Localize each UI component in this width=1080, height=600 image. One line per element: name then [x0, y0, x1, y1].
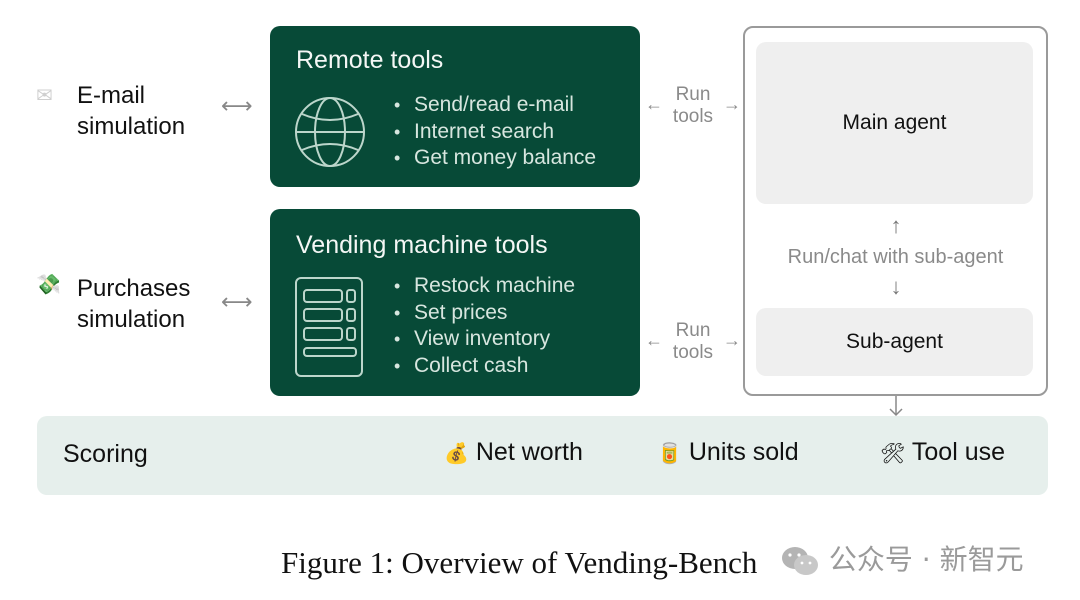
agent-container: Main agent ↑ Run/chat with sub-agent ↓ S… [743, 26, 1048, 396]
run-chat-sub-agent-label: Run/chat with sub-agent [787, 246, 1004, 268]
remote-tools-box: Remote tools Send/read e-mail Internet s… [270, 26, 640, 187]
vending-tool-item: Restock machine [394, 273, 575, 300]
main-agent-box: Main agent [756, 42, 1033, 204]
remote-tools-list: Send/read e-mail Internet search Get mon… [394, 92, 596, 172]
money-bag-icon: 💰 [444, 443, 469, 465]
scoring-title: Scoring [63, 440, 148, 468]
right-arrow-icon: → [723, 94, 741, 114]
email-double-arrow: ⟷ [221, 93, 253, 118]
metric-net-worth: 💰 Net worth [444, 438, 583, 466]
purchases-double-arrow: ⟷ [221, 289, 253, 314]
metric-units-sold: 🥫 Units sold [657, 438, 799, 466]
up-arrow-icon: ↑ [890, 213, 902, 238]
sub-agent-box: Sub-agent [756, 308, 1033, 376]
figure-caption: Figure 1: Overview of Vending-Bench [281, 545, 758, 580]
left-arrow-icon: ← [645, 330, 663, 350]
run-tools-label: Run tools [672, 320, 714, 363]
vending-tool-item: Set prices [394, 300, 575, 327]
left-arrow-icon: ← [645, 94, 663, 114]
run-tools-connector-bottom: ← Run tools → [645, 320, 743, 368]
sub-agent-label: Sub-agent [846, 330, 943, 353]
vending-tool-item: View inventory [394, 326, 575, 353]
vending-tool-item: Collect cash [394, 353, 575, 380]
run-tools-label: Run tools [672, 84, 714, 127]
remote-tools-title: Remote tools [296, 46, 444, 74]
vending-tools-title: Vending machine tools [296, 231, 548, 259]
purchases-simulation-label: Purchases simulation [77, 275, 191, 333]
remote-tool-item: Send/read e-mail [394, 92, 596, 119]
money-with-wings-icon: 💸 [36, 274, 61, 296]
down-arrow-to-scoring-icon [889, 396, 903, 417]
remote-tool-item: Get money balance [394, 145, 596, 172]
main-agent-label: Main agent [842, 111, 947, 134]
email-simulation-label: E-mail simulation [77, 82, 186, 140]
envelope-icon: ✉ [36, 85, 53, 107]
watermark: 公众号 · 新智元 [780, 538, 1024, 578]
run-tools-connector-top: ← Run tools → [645, 84, 743, 132]
vending-tools-box: Vending machine tools Restock machine Se… [270, 209, 640, 396]
vending-machine-icon [295, 277, 363, 377]
metric-tool-use: 🛠 Tool use [880, 438, 1006, 466]
globe-icon [295, 97, 365, 167]
down-arrow-icon: ↓ [890, 274, 902, 299]
right-arrow-icon: → [723, 330, 741, 350]
hammer-wrench-icon: 🛠 [880, 443, 906, 465]
scoring-bar: Scoring 💰 Net worth 🥫 Units sold 🛠 Tool … [37, 416, 1048, 495]
wechat-icon [782, 547, 818, 575]
can-icon: 🥫 [657, 443, 682, 465]
remote-tool-item: Internet search [394, 119, 596, 146]
vending-tools-list: Restock machine Set prices View inventor… [394, 273, 575, 379]
